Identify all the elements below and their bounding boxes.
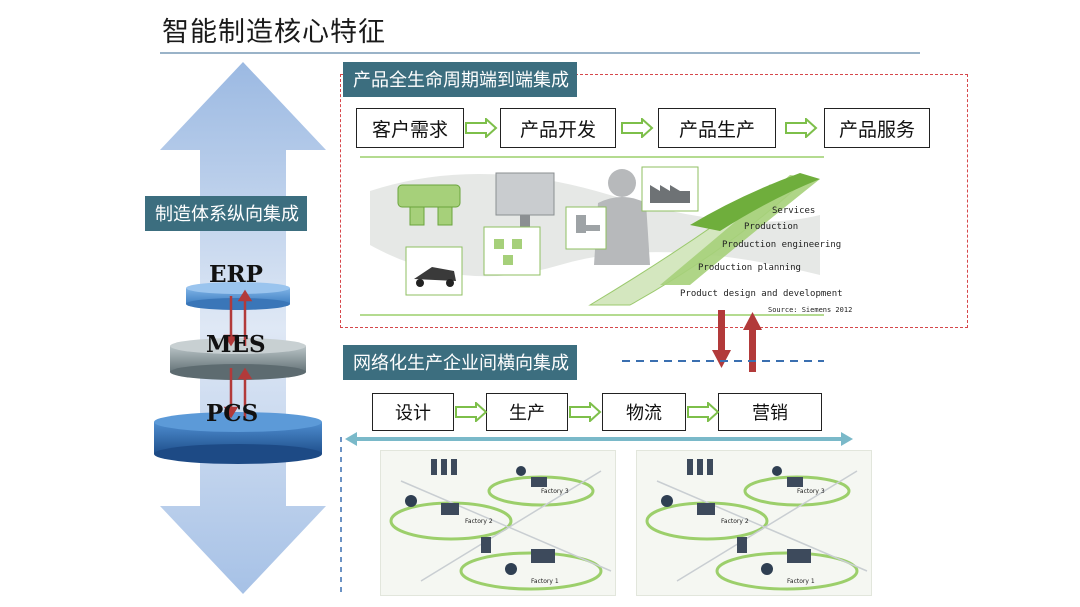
network-dash-line bbox=[622, 360, 824, 362]
erp-layer bbox=[186, 282, 290, 310]
erp-label: ERP bbox=[209, 261, 263, 288]
lifecycle-frame bbox=[340, 74, 968, 328]
page-title: 智能制造核心特征 bbox=[162, 17, 386, 48]
title-divider bbox=[160, 52, 920, 54]
machine-part-icon bbox=[397, 184, 461, 226]
step-product-service: 产品服务 bbox=[824, 108, 930, 148]
step-production: 生产 bbox=[486, 393, 568, 431]
flow-arrow-icon bbox=[687, 402, 720, 422]
factory-label: Factory 1 bbox=[787, 578, 815, 585]
stage-production-planning: Production planning bbox=[698, 263, 801, 273]
stage-product-design: Product design and development bbox=[680, 289, 843, 299]
flow-arrow-icon bbox=[465, 118, 498, 138]
race-car-icon bbox=[405, 246, 463, 296]
source-note: Source: Siemens 2012 bbox=[768, 306, 853, 314]
robot-arm-icon bbox=[565, 206, 607, 250]
step-product-manufacturing: 产品生产 bbox=[658, 108, 776, 148]
flow-arrow-icon bbox=[785, 118, 818, 138]
flow-arrow-icon bbox=[569, 402, 602, 422]
step-marketing: 营销 bbox=[718, 393, 822, 431]
factory-label: Factory 2 bbox=[721, 518, 749, 525]
stage-production-engineering: Production engineering bbox=[722, 240, 842, 250]
vertical-integration-banner: 制造体系纵向集成 bbox=[145, 196, 307, 231]
pcs-layer bbox=[154, 412, 322, 464]
factory-label: Factory 1 bbox=[531, 578, 559, 585]
pcs-label: PCS bbox=[206, 400, 259, 427]
automation-pyramid bbox=[154, 282, 322, 464]
mes-label: MES bbox=[206, 331, 266, 358]
lifecycle-ribbons bbox=[588, 173, 820, 306]
factory-icon bbox=[641, 166, 699, 212]
mes-layer bbox=[170, 338, 306, 380]
stage-production: Production bbox=[744, 222, 799, 232]
step-logistics: 物流 bbox=[602, 393, 686, 431]
factory-network-panel-1: Factory 2 Factory 3 Factory 1 bbox=[380, 450, 616, 596]
factory-label: Factory 3 bbox=[541, 488, 569, 495]
horizontal-integration-arrow bbox=[345, 432, 853, 446]
flow-arrow-icon bbox=[621, 118, 654, 138]
factory-network-panel-2: Factory 2 Factory 3 Factory 1 bbox=[636, 450, 872, 596]
engineer-silhouette-icon bbox=[594, 169, 650, 265]
factory-label: Factory 3 bbox=[797, 488, 825, 495]
integration-link-arrows bbox=[712, 310, 762, 372]
flow-arrow-icon bbox=[455, 402, 488, 422]
stage-services: Services bbox=[772, 206, 816, 216]
step-customer-demand: 客户需求 bbox=[356, 108, 464, 148]
lifecycle-illustration bbox=[360, 156, 824, 316]
factory-label: Factory 2 bbox=[465, 518, 493, 525]
step-design: 设计 bbox=[372, 393, 454, 431]
monitor-icon bbox=[495, 172, 555, 227]
network-dash-left bbox=[340, 437, 342, 597]
lifecycle-banner: 产品全生命周期端到端集成 bbox=[343, 62, 577, 97]
process-diagram-icon bbox=[483, 226, 541, 276]
network-banner: 网络化生产企业间横向集成 bbox=[343, 345, 577, 380]
step-product-development: 产品开发 bbox=[500, 108, 616, 148]
